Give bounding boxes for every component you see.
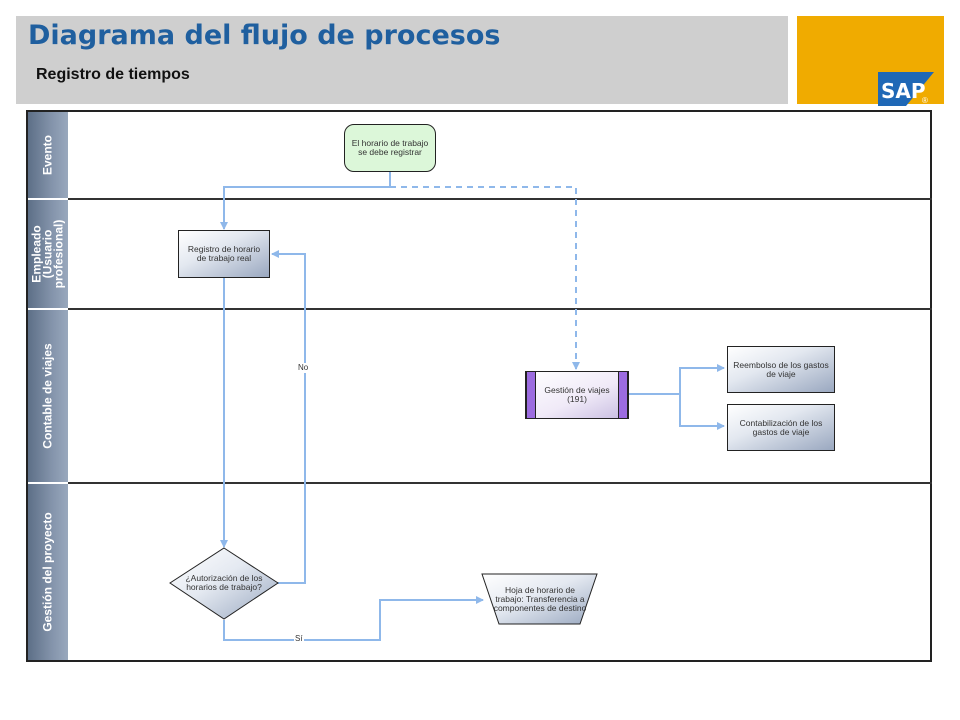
lane-divider [68, 482, 932, 484]
page-title: Diagrama del flujo de procesos [28, 20, 501, 51]
record-time-task[interactable]: Registro de horario de trabajo real [178, 230, 270, 278]
registered-mark: ® [922, 96, 928, 105]
lane-label-divider [28, 482, 68, 484]
page-subtitle: Registro de tiempos [36, 66, 190, 83]
travel-management-label: Gestión de viajes (191) [544, 385, 610, 404]
lane-divider [68, 198, 932, 200]
flow-approval-no [271, 250, 306, 584]
expense-posting-task[interactable]: Contabilización de los gastos de viaje [727, 404, 835, 451]
lane-label-employee: Empleado (Usuario profesional) [28, 200, 68, 308]
subprocess-right-bar [618, 372, 628, 418]
approval-decision-label[interactable]: ¿Autorización de los horarios de trabajo… [185, 573, 263, 592]
expense-reimbursement-task[interactable]: Reembolso de los gastos de viaje [727, 346, 835, 393]
swimlane-frame [26, 110, 932, 662]
flow-event-to-travel [390, 186, 580, 370]
subprocess-left-bar [526, 372, 536, 418]
flow-event-to-record [220, 172, 391, 230]
start-event-label: El horario de trabajo se debe registrar [351, 138, 429, 157]
sap-logo: SAP ® [878, 72, 934, 106]
header-bar [16, 16, 788, 104]
timesheet-transfer-label[interactable]: Hoja de horario de trabajo: Transferenci… [493, 584, 587, 613]
sap-logo-text: SAP [881, 79, 926, 103]
expense-reimbursement-label: Reembolso de los gastos de viaje [733, 359, 829, 379]
lane-divider [68, 308, 932, 310]
expense-posting-label: Contabilización de los gastos de viaje [739, 417, 823, 437]
lane-label-project-management: Gestión del proyecto [28, 484, 68, 660]
connector-label-yes: Sí [294, 634, 304, 644]
start-event-node[interactable]: El horario de trabajo se debe registrar [344, 124, 436, 172]
record-time-label: Registro de horario de trabajo real [187, 244, 261, 263]
connector-label-no: No [297, 363, 310, 373]
lane-label-divider [28, 198, 68, 200]
lane-label-event: Evento [28, 112, 68, 198]
flow-approval-yes [223, 596, 484, 641]
travel-management-subprocess[interactable]: Gestión de viajes (191) [525, 371, 629, 419]
lane-label-travel-accountant: Contable de viajes [28, 310, 68, 482]
lane-label-divider [28, 308, 68, 310]
flow-travel-to-reimbursement [629, 364, 725, 395]
flow-travel-to-posting [679, 394, 725, 430]
